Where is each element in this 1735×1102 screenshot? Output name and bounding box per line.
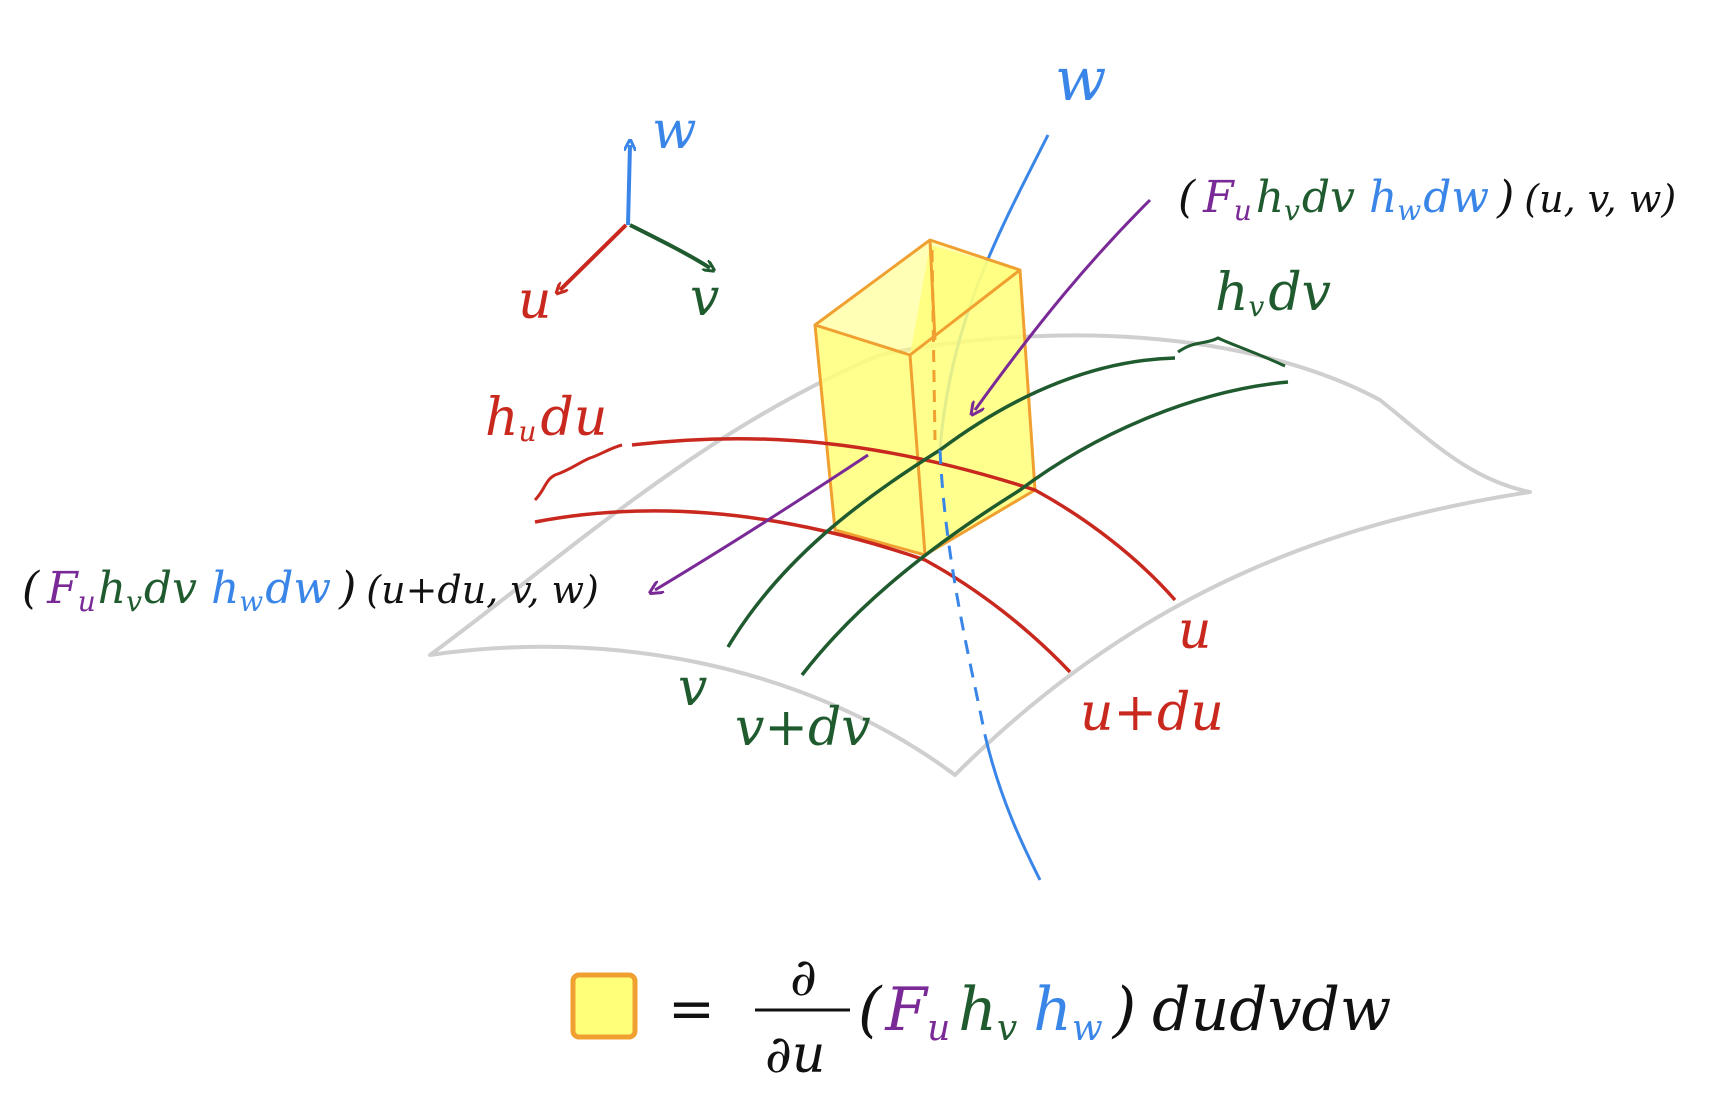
axis-v <box>629 223 710 268</box>
axis-u-label: u <box>518 271 552 331</box>
box-edges <box>813 238 1037 557</box>
volume-element <box>813 238 1037 557</box>
label-u: u <box>1178 601 1212 661</box>
hv-brace <box>1177 336 1286 368</box>
formula-partial-den: ∂u <box>765 1025 825 1085</box>
u-line-u <box>631 436 1177 602</box>
flux-arrow-top <box>975 198 1152 410</box>
box-highlight-top <box>815 240 1020 355</box>
length-hv-dv: hvdv <box>1215 263 1331 323</box>
hu-brace <box>533 443 623 502</box>
box-highlight-left <box>815 325 925 555</box>
w-curve-dashed <box>938 449 987 736</box>
formula-partial-num: ∂ <box>790 948 817 1008</box>
axis-u <box>560 223 628 290</box>
box-hidden-edge <box>930 249 937 441</box>
formula-equals: = <box>668 977 715 1042</box>
legend-box-swatch <box>570 972 638 1040</box>
flux-arrow-bottom <box>655 453 869 590</box>
curved-surface <box>428 333 1532 777</box>
axis-w <box>628 145 630 226</box>
axis-w-label: w <box>652 101 697 161</box>
length-hu-du: hudu <box>485 388 607 448</box>
axis-triad: w u v <box>518 101 719 331</box>
label-u-du: u+du <box>1080 683 1224 743</box>
u-line-u-du <box>534 509 1072 674</box>
v-line-v-dv <box>800 380 1289 677</box>
w-curve-label: w <box>1055 45 1106 115</box>
label-v: v <box>678 658 707 718</box>
w-curve-lower <box>983 734 1042 881</box>
label-v-dv: v+dv <box>735 698 871 758</box>
axis-v-label: v <box>690 268 719 328</box>
